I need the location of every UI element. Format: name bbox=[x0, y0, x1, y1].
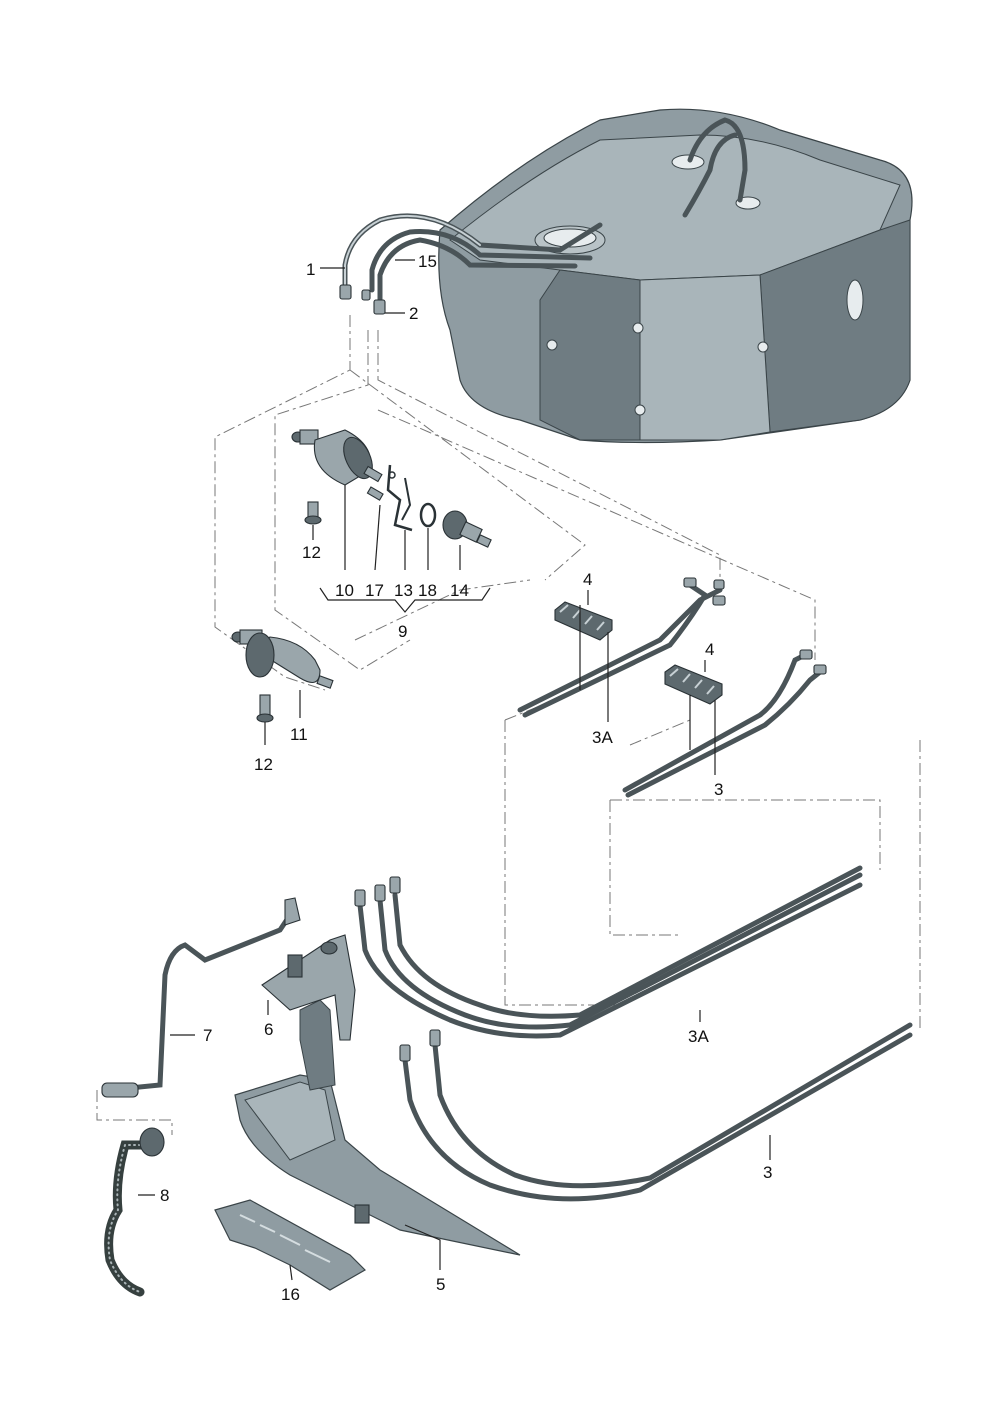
fuel-filter-11 bbox=[231, 629, 334, 689]
bracket-6 bbox=[261, 934, 356, 1041]
callout-14: 14 bbox=[450, 581, 469, 600]
vent-line-7 bbox=[101, 897, 301, 1098]
fuel-line-3A-short bbox=[517, 577, 726, 718]
callout-6: 6 bbox=[264, 1020, 273, 1039]
callout-1: 1 bbox=[306, 260, 315, 279]
callout-13: 13 bbox=[394, 581, 413, 600]
callout-17: 17 bbox=[365, 581, 384, 600]
callout-5: 5 bbox=[436, 1275, 445, 1294]
o-ring-18 bbox=[419, 502, 437, 528]
callout-7: 7 bbox=[203, 1026, 212, 1045]
screw-12-upper bbox=[304, 501, 322, 525]
fuel-line-3A-long bbox=[354, 865, 863, 1039]
callout-3A-lower: 3A bbox=[688, 1027, 709, 1046]
bracket-9 bbox=[319, 587, 491, 613]
fuel-filter-10 bbox=[291, 429, 384, 501]
callout-12-upper: 12 bbox=[302, 543, 321, 562]
line-clip-4-upper bbox=[554, 601, 613, 641]
hose-8 bbox=[104, 1127, 165, 1297]
fuel-line-3-long bbox=[399, 1022, 913, 1202]
connector-14 bbox=[442, 510, 492, 548]
callout-8: 8 bbox=[160, 1186, 169, 1205]
retainer-clip-17-13 bbox=[386, 464, 413, 532]
callout-3-upper: 3 bbox=[714, 780, 723, 799]
fuel-lines-tank-connection bbox=[339, 213, 603, 315]
callout-10: 10 bbox=[335, 581, 354, 600]
callout-2: 2 bbox=[409, 304, 418, 323]
callout-3A-upper: 3A bbox=[592, 728, 613, 747]
fuel-line-3-short bbox=[622, 649, 827, 798]
callout-3-lower: 3 bbox=[763, 1163, 772, 1182]
callout-12-lower: 12 bbox=[254, 755, 273, 774]
pad-16 bbox=[214, 1199, 366, 1291]
callout-15: 15 bbox=[418, 252, 437, 271]
callout-9: 9 bbox=[398, 622, 407, 641]
callout-labels: 1 15 2 12 10 17 13 18 14 9 11 12 4 3A 4 … bbox=[160, 252, 772, 1304]
callout-18: 18 bbox=[418, 581, 437, 600]
cover-5 bbox=[234, 999, 521, 1256]
callout-4-lower: 4 bbox=[705, 640, 714, 659]
callout-16: 16 bbox=[281, 1285, 300, 1304]
screw-12-lower bbox=[256, 694, 274, 723]
leader-lines bbox=[138, 259, 771, 1281]
callout-11: 11 bbox=[290, 725, 308, 744]
line-clip-4-lower bbox=[664, 664, 723, 705]
callout-4-upper: 4 bbox=[583, 570, 592, 589]
fuel-tank bbox=[438, 108, 913, 444]
